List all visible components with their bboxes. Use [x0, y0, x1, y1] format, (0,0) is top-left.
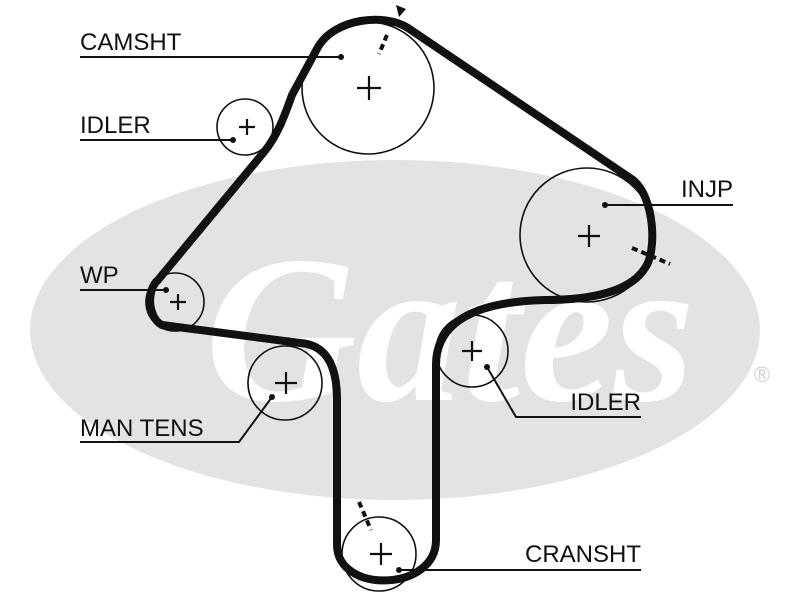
crankshaft-center-cross	[370, 543, 392, 565]
idler-upper-center-cross	[239, 119, 255, 135]
manual-tensioner-pulley	[247, 345, 323, 421]
idler-lower-label: IDLER	[570, 389, 641, 416]
idler-upper-leader-dot	[230, 137, 236, 143]
labels: CAMSHT IDLER WP MAN TENS INJP IDLER CRAN…	[80, 29, 733, 568]
crankshaft-leader-dot	[396, 567, 402, 573]
crankshaft-timing-mark	[357, 501, 373, 531]
watermark-ellipse	[30, 160, 760, 500]
crankshaft-label: CRANSHT	[525, 541, 641, 568]
water-pump-leader-dot	[163, 287, 169, 293]
leader-lines	[80, 56, 733, 571]
injection-pump-center-cross	[578, 225, 600, 247]
manual-tensioner-label: MAN TENS	[80, 415, 204, 442]
idler-lower-center-cross	[462, 341, 482, 361]
camshaft-leader-dot	[338, 54, 344, 60]
pulley-centers	[170, 76, 600, 565]
registered-mark: ®	[754, 362, 770, 387]
manual-tensioner-leader-dot	[269, 394, 275, 400]
idler-lower-leader-dot	[484, 364, 490, 370]
manual-tensioner-center-cross	[275, 372, 297, 394]
leader-dots	[163, 54, 608, 573]
camshaft-label: CAMSHT	[80, 29, 182, 56]
camshaft-timing-mark	[377, 34, 389, 55]
idler-lower-leader	[486, 366, 641, 418]
timing-marks	[357, 5, 671, 531]
camshaft-timing-arrow	[396, 5, 406, 17]
injection-pump-timing-mark	[631, 246, 671, 266]
gates-watermark: Gates ®	[30, 160, 770, 500]
water-pump-label: WP	[80, 262, 119, 289]
injection-pump-label: INJP	[681, 176, 733, 203]
camshaft-center-cross	[357, 76, 381, 100]
idler-upper-pulley	[216, 98, 274, 156]
injection-pump-leader-dot	[602, 202, 608, 208]
water-pump-pulley	[145, 272, 205, 332]
water-pump-center-cross	[170, 294, 186, 310]
manual-tensioner-leader	[80, 396, 273, 443]
idler-upper-label: IDLER	[80, 112, 151, 139]
